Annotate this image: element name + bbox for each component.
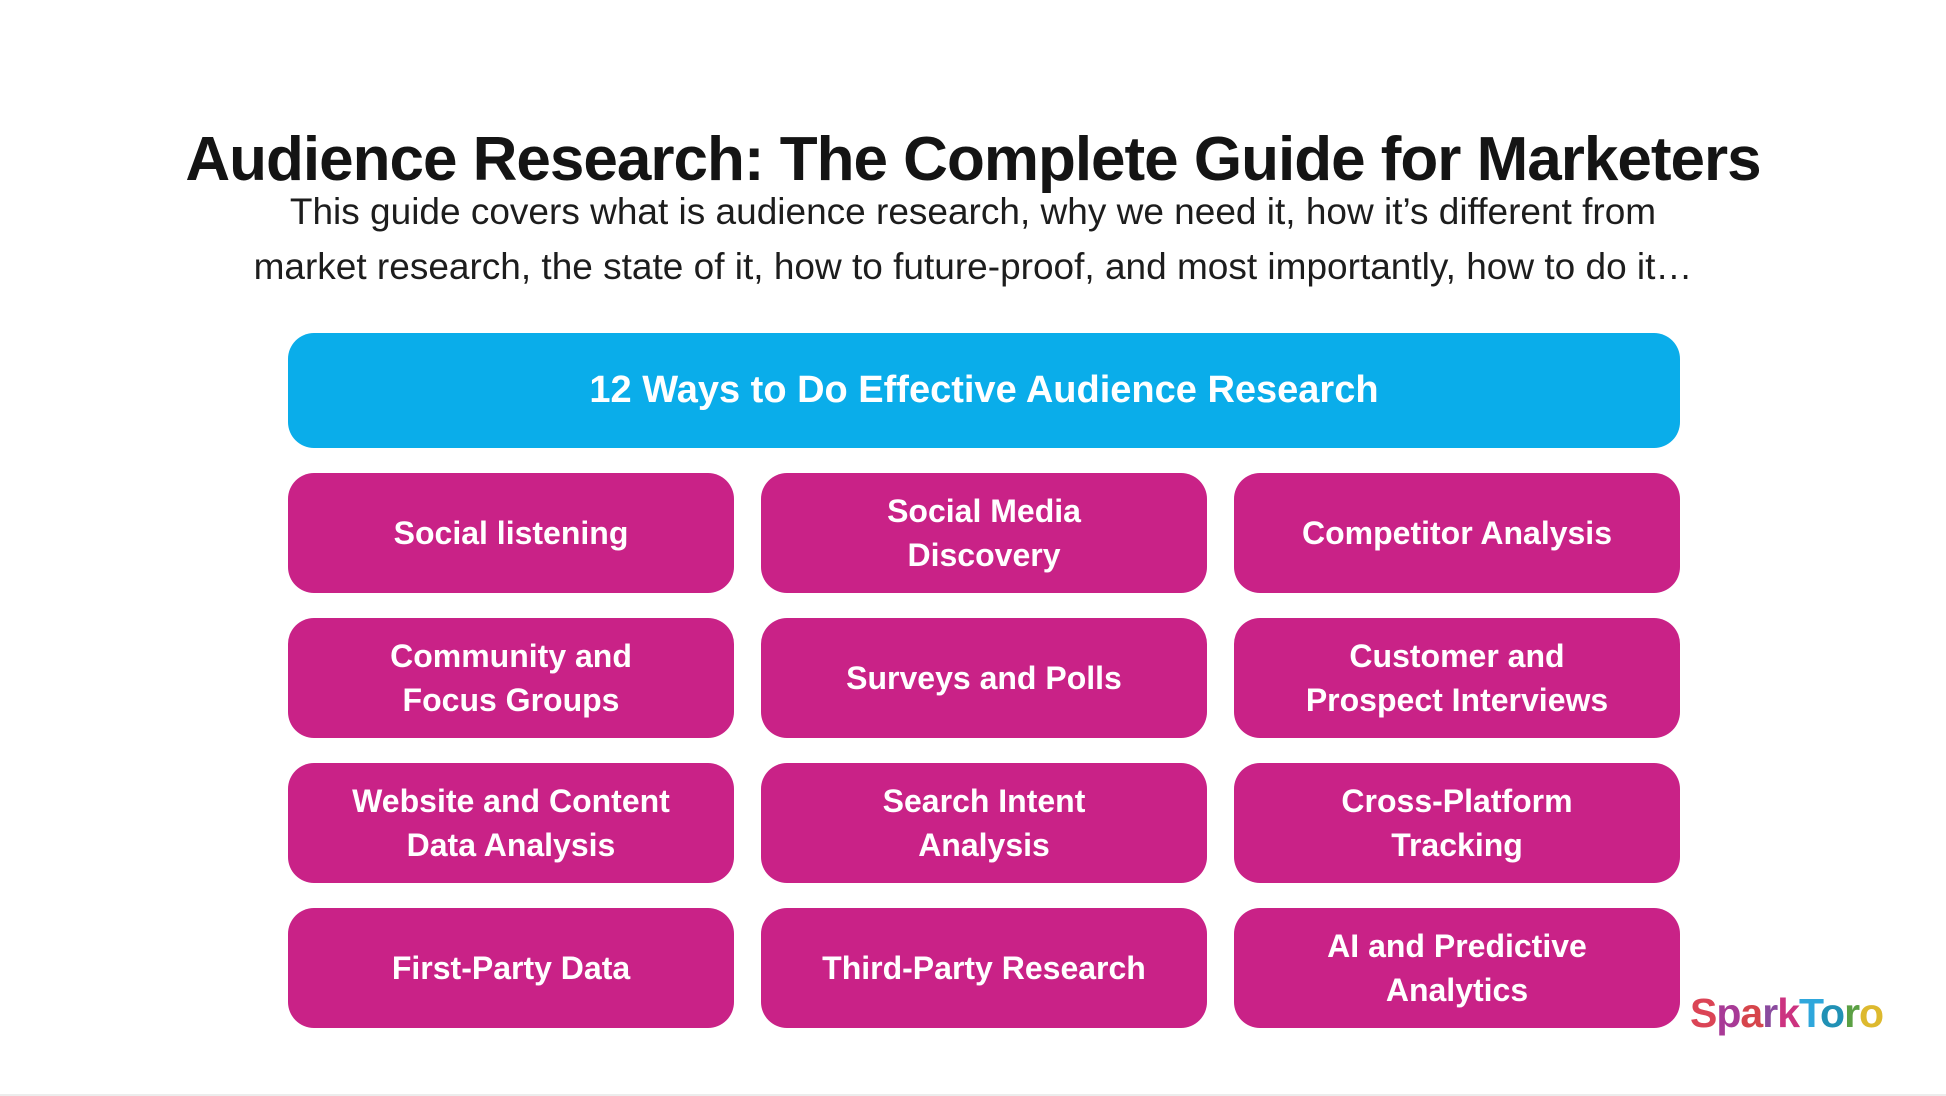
grid-box-ai-predictive: AI and Predictive Analytics — [1234, 908, 1680, 1028]
logo-letter: o — [1859, 990, 1884, 1036]
logo-letter: p — [1716, 990, 1741, 1036]
grid-box-label: Search Intent Analysis — [882, 783, 1086, 863]
grid-box-customer-interviews: Customer and Prospect Interviews — [1234, 618, 1680, 738]
grid-box-label: Social listening — [393, 515, 629, 551]
grid-box-first-party-data: First-Party Data — [288, 908, 734, 1028]
grid-box-label: Surveys and Polls — [846, 660, 1122, 696]
grid-box-label: Community and Focus Groups — [390, 638, 632, 718]
header-banner: 12 Ways to Do Effective Audience Researc… — [288, 333, 1680, 448]
sparktoro-logo: SparkToro — [1690, 990, 1884, 1037]
grid-box-label: AI and Predictive Analytics — [1327, 928, 1587, 1008]
grid-box-third-party-research: Third-Party Research — [761, 908, 1207, 1028]
grid-box-label: Website and Content Data Analysis — [352, 783, 670, 863]
methods-grid: Social listening Social Media Discovery … — [288, 473, 1680, 1028]
grid-box-label: Third-Party Research — [822, 950, 1146, 986]
subtitle-line-1: This guide covers what is audience resea… — [289, 191, 1657, 232]
header-banner-label: 12 Ways to Do Effective Audience Researc… — [589, 369, 1379, 411]
grid-box-label: Social Media Discovery — [887, 493, 1081, 573]
logo-letter: o — [1820, 990, 1845, 1036]
logo-letter: r — [1844, 990, 1860, 1036]
page-subtitle: This guide covers what is audience resea… — [0, 184, 1946, 294]
logo-letter: r — [1762, 990, 1778, 1036]
grid-box-competitor-analysis: Competitor Analysis — [1234, 473, 1680, 593]
logo-letter: a — [1740, 990, 1763, 1036]
grid-box-community-focus-groups: Community and Focus Groups — [288, 618, 734, 738]
bottom-border — [0, 1094, 1946, 1096]
grid-box-label: Competitor Analysis — [1302, 515, 1612, 551]
grid-box-website-data-analysis: Website and Content Data Analysis — [288, 763, 734, 883]
grid-box-surveys-polls: Surveys and Polls — [761, 618, 1207, 738]
grid-box-label: First-Party Data — [391, 950, 631, 986]
grid-box-label: Cross-Platform Tracking — [1341, 783, 1573, 863]
grid-box-label: Customer and Prospect Interviews — [1305, 638, 1609, 718]
grid-box-search-intent: Search Intent Analysis — [761, 763, 1207, 883]
grid-box-cross-platform: Cross-Platform Tracking — [1234, 763, 1680, 883]
logo-letter: S — [1690, 990, 1717, 1036]
grid-box-social-listening: Social listening — [288, 473, 734, 593]
logo-letter: k — [1777, 990, 1800, 1036]
logo-letter: T — [1799, 990, 1821, 1036]
page-title: Audience Research: The Complete Guide fo… — [185, 124, 1761, 194]
grid-box-social-media-discovery: Social Media Discovery — [761, 473, 1207, 593]
subtitle-line-2: market research, the state of it, how to… — [253, 246, 1693, 287]
